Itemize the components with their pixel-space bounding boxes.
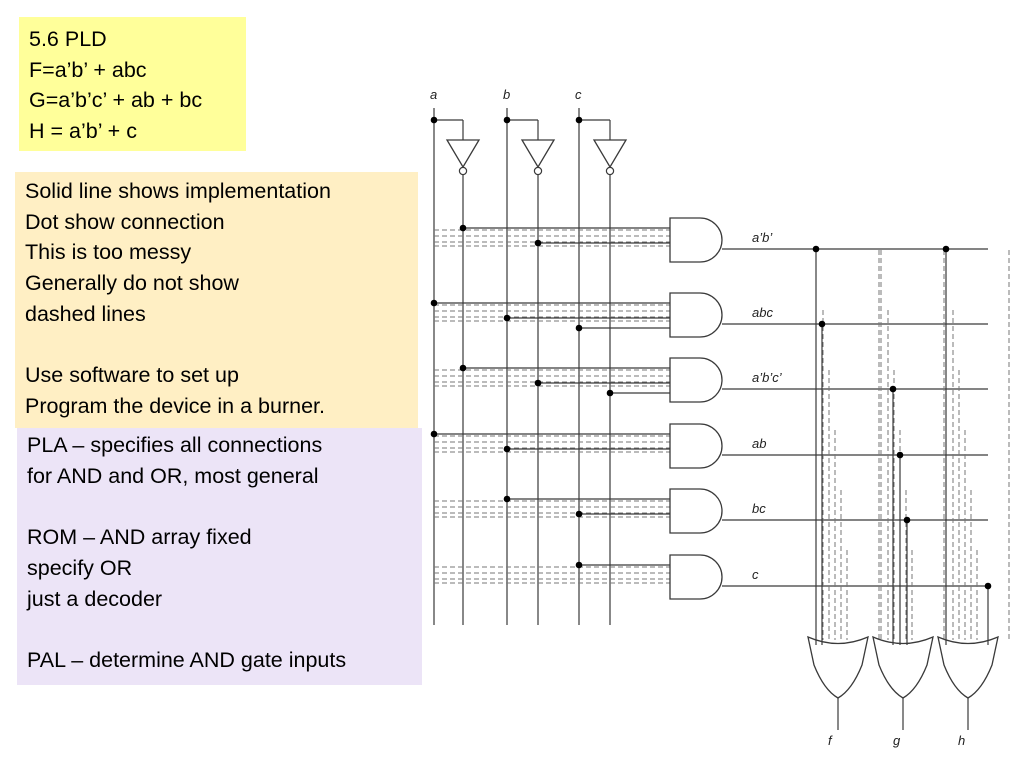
input-branch-dot-b [503, 116, 511, 124]
and-gate [669, 217, 723, 263]
note-spacer [25, 330, 418, 361]
rom-line: specify OR [27, 555, 133, 580]
rom-line: just a decoder [27, 586, 163, 611]
or-gate-g [872, 635, 934, 699]
product-term-label: ab [752, 436, 766, 451]
note-line: Dot show connection [25, 209, 225, 234]
connection-dot [575, 561, 583, 569]
inverter-bubble-c [605, 166, 615, 176]
connection-dot [575, 324, 583, 332]
or-connection-dot-f [818, 320, 826, 328]
input-label-a: a [430, 87, 437, 102]
connection-dot [430, 299, 438, 307]
title-line: 5.6 PLD [29, 27, 107, 51]
input-label-b: b [503, 87, 510, 102]
and-gate [669, 554, 723, 600]
and-gate [669, 292, 723, 338]
note-line: This is too messy [25, 240, 192, 265]
types-spacer [27, 614, 422, 645]
connection-dot [503, 314, 511, 322]
output-label-g: g [893, 733, 901, 748]
product-term-label: abc [752, 305, 773, 320]
output-label-f: f [828, 733, 833, 748]
product-term-label: c [752, 567, 759, 582]
or-gate-h [937, 635, 999, 699]
connection-dot [430, 430, 438, 438]
input-label-c: c [575, 87, 582, 102]
connection-dot [575, 510, 583, 518]
input-branch-dot-c [575, 116, 583, 124]
connection-dot [459, 224, 467, 232]
product-term-label: a’b’ [752, 230, 773, 245]
connection-dot [534, 379, 542, 387]
or-gate-f [807, 635, 869, 699]
or-connection-dot-h [942, 245, 950, 253]
or-connection-dot-g [903, 516, 911, 524]
or-connection-dot-g [896, 451, 904, 459]
inverter-c [592, 139, 628, 169]
pal-line: PAL – determine AND gate inputs [27, 647, 347, 672]
function-f-line: F=a’b’ + abc [29, 57, 147, 82]
inverter-bubble-a [458, 166, 468, 176]
note-line: Generally do not show [25, 271, 239, 296]
title-box: 5.6 PLD F=a’b’ + abc G=a’b’c’ + ab + bc … [19, 17, 246, 151]
function-h-line: H = a’b’ + c [29, 119, 137, 144]
rom-line: ROM – AND array fixed [27, 525, 252, 550]
product-term-label: bc [752, 501, 766, 516]
note-line: Use software to set up [25, 363, 239, 388]
and-gate [669, 357, 723, 403]
or-connection-dot-f [812, 245, 820, 253]
product-term-label: a’b’c’ [752, 370, 783, 385]
note-line: Program the device in a burner. [25, 393, 325, 418]
device-types-box: PLA – specifies all connections for AND … [17, 428, 422, 685]
function-g-line: G=a’b’c’ + ab + bc [29, 88, 203, 113]
pla-line: PLA – specifies all connections [27, 433, 323, 457]
inverter-a [445, 139, 481, 169]
connection-dot [459, 364, 467, 372]
or-connection-dot-h [984, 582, 992, 590]
connection-dot [503, 495, 511, 503]
note-line: dashed lines [25, 301, 146, 326]
connection-dot [606, 389, 614, 397]
inverter-bubble-b [533, 166, 543, 176]
inverter-b [520, 139, 556, 169]
and-gate [669, 488, 723, 534]
and-gate [669, 423, 723, 469]
or-connection-dot-g [889, 385, 897, 393]
pla-line: for AND and OR, most general [27, 463, 319, 488]
connection-dot [503, 445, 511, 453]
note-line: Solid line shows implementation [25, 179, 331, 203]
notes-box: Solid line shows implementation Dot show… [15, 172, 418, 428]
types-spacer [27, 491, 422, 522]
output-label-h: h [958, 733, 965, 748]
connection-dot [534, 239, 542, 247]
input-branch-dot-a [430, 116, 438, 124]
